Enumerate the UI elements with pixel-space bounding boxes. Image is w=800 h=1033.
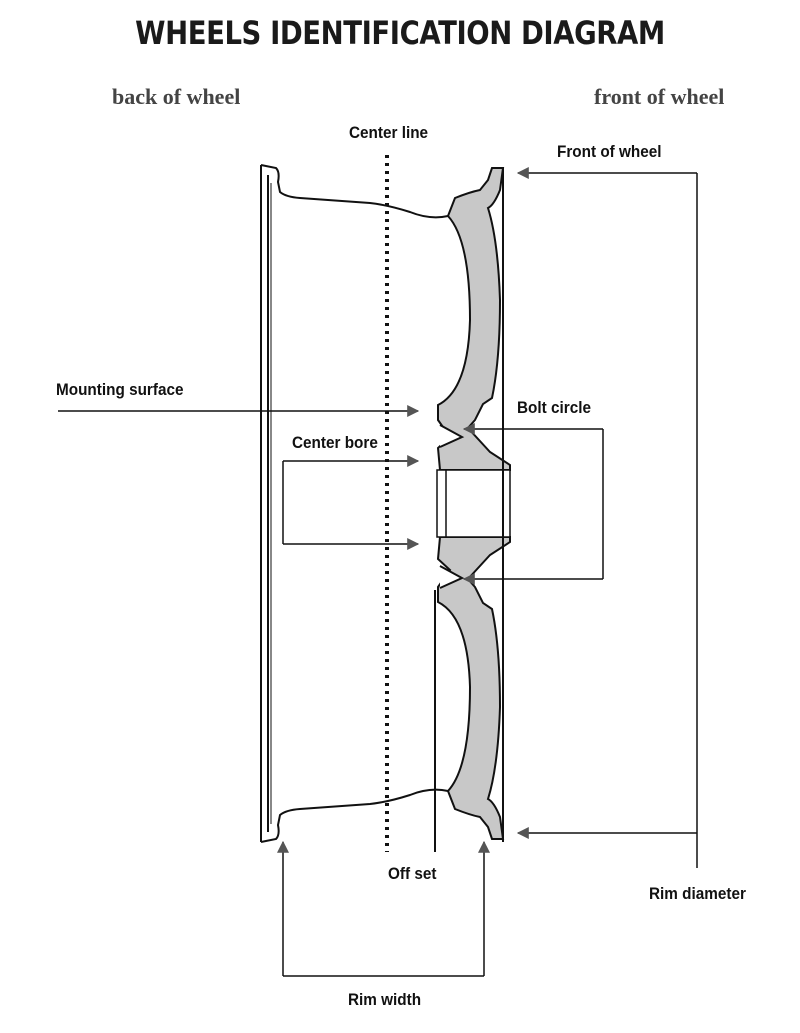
wheel-disc-upper [436,167,511,471]
center-line-label: Center line [349,123,429,142]
rim-diameter-label: Rim diameter [649,884,746,903]
mounting-surface-label: Mounting surface [56,380,184,399]
rim-barrel [260,164,449,843]
front-of-wheel-label: Front of wheel [557,142,662,161]
rim-width-pointer [277,840,490,977]
bolt-hole-lower [439,565,465,589]
bolt-hole-upper [439,424,465,448]
front-of-wheel-heading: front of wheel [594,84,725,109]
diagram-title: WHEELS IDENTIFICATION DIAGRAM [135,14,665,52]
off-set-label: Off set [388,864,437,883]
center-bore-pointer [282,455,420,550]
center-bore-label: Center bore [292,433,378,452]
back-of-wheel-label: back of wheel [112,84,241,109]
bolt-circle-pointer [462,423,604,585]
rim-diameter-pointer [516,167,698,868]
center-bore-hole [436,469,511,538]
rim-width-label: Rim width [348,990,422,1009]
bolt-circle-label: Bolt circle [517,398,591,417]
